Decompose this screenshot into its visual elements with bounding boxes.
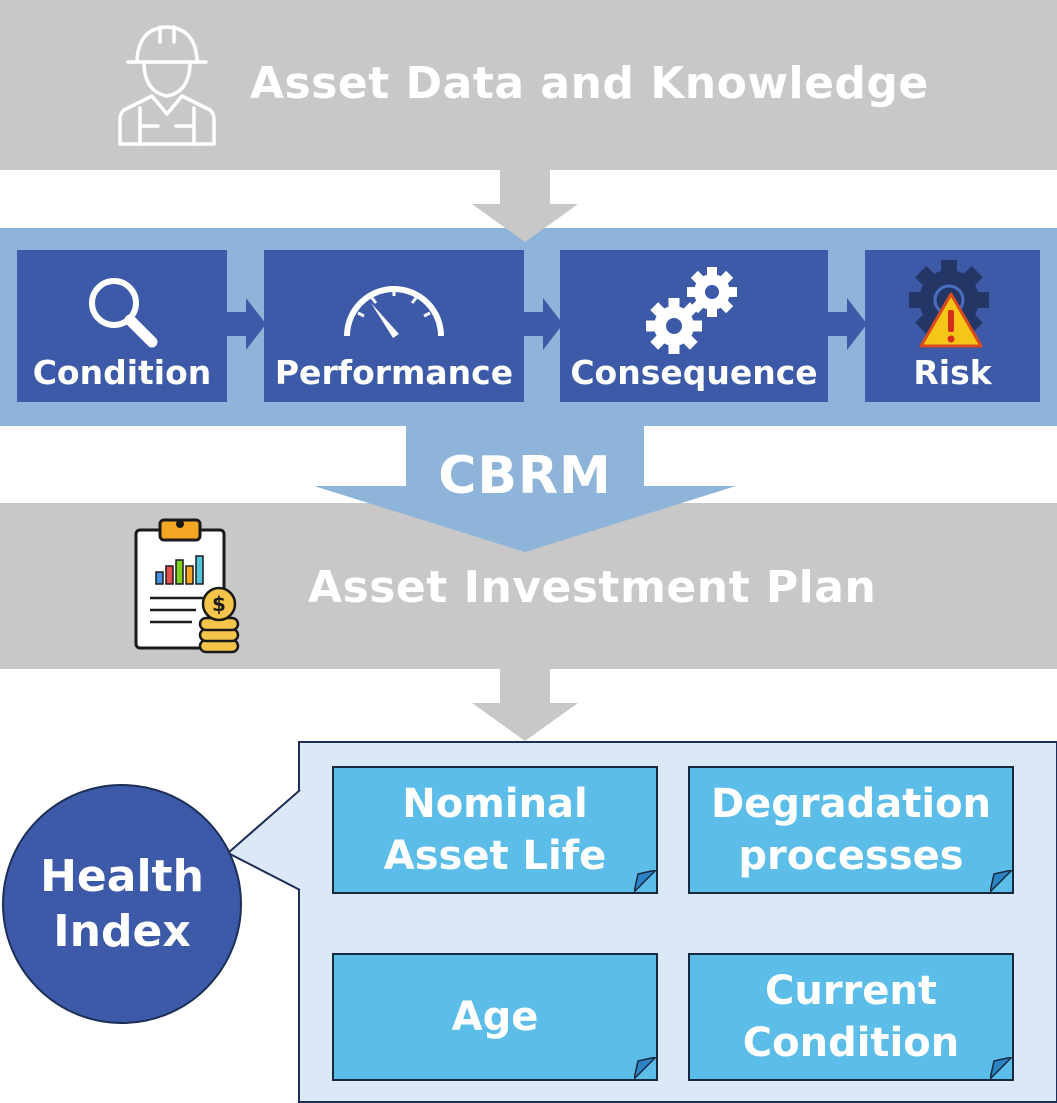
stage-arrow-2 xyxy=(523,298,563,350)
card-line: Asset Life xyxy=(383,833,607,879)
card-line: Age xyxy=(451,994,539,1040)
stage-label-condition: Condition xyxy=(32,353,212,392)
card-fold-3 xyxy=(634,1057,656,1079)
cbrm-label: CBRM xyxy=(438,446,612,506)
card-fold-1 xyxy=(634,870,656,892)
magnifier-icon xyxy=(89,278,158,348)
card-age: Age xyxy=(332,953,658,1081)
stage-label-performance: Performance xyxy=(274,353,514,392)
gauge-icon xyxy=(344,286,444,338)
stage-risk: Risk xyxy=(865,250,1040,402)
down-arrow-1-tip xyxy=(472,204,578,242)
investment-plan-title: Asset Investment Plan xyxy=(308,562,877,613)
card-degradation-processes: Degradation processes xyxy=(688,766,1014,894)
card-line: Nominal xyxy=(402,781,588,827)
svg-text:$: $ xyxy=(212,592,226,616)
worker-icon xyxy=(118,25,216,146)
stage-condition: Condition xyxy=(17,250,227,402)
stage-performance: Performance xyxy=(264,250,524,402)
gears-icon xyxy=(646,267,737,354)
health-index-circle: Health Index xyxy=(2,784,242,1024)
stage-label-risk: Risk xyxy=(913,353,992,392)
stage-label-consequence: Consequence xyxy=(570,353,818,392)
health-index-line2: Index xyxy=(53,906,191,957)
risk-warning-icon xyxy=(908,260,989,348)
health-index-line1: Health xyxy=(40,851,204,902)
asset-data-title: Asset Data and Knowledge xyxy=(250,58,929,109)
report-coins-icon: $ xyxy=(134,518,240,654)
card-fold-4 xyxy=(990,1057,1012,1079)
card-line: Degradation xyxy=(710,781,992,827)
stage-arrow-3 xyxy=(827,298,867,350)
stage-consequence: Consequence xyxy=(560,250,828,402)
stage-arrow-1 xyxy=(226,298,266,350)
card-line: Condition xyxy=(742,1020,960,1066)
card-line: Current xyxy=(764,968,937,1014)
card-fold-2 xyxy=(990,870,1012,892)
down-arrow-2 xyxy=(472,669,578,741)
card-line: processes xyxy=(738,833,964,879)
cbrm-arrow xyxy=(314,424,736,552)
